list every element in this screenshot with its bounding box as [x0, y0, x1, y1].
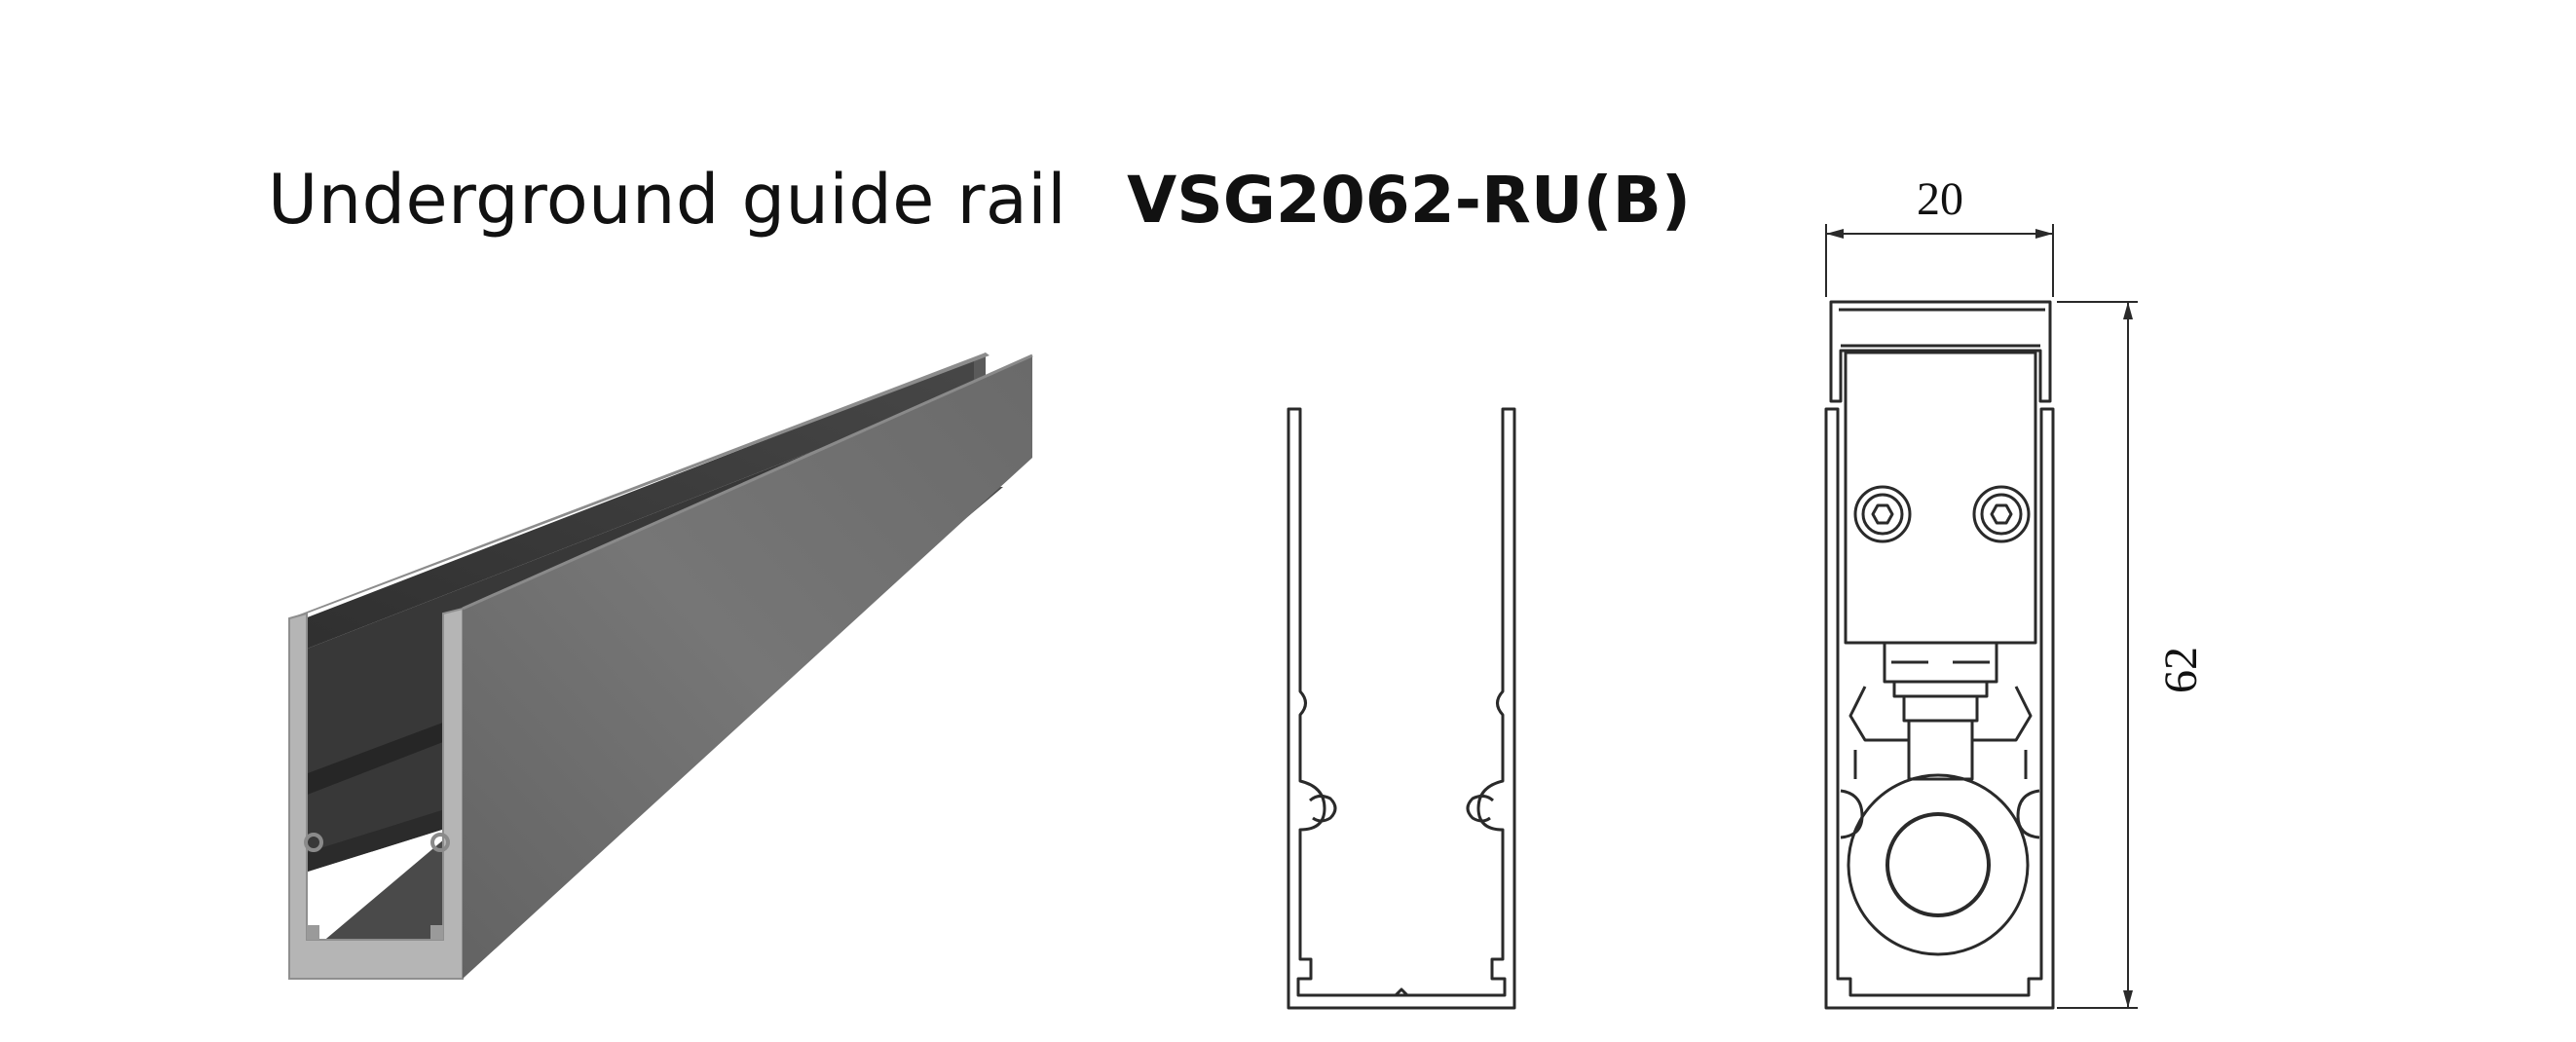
rail-end-notch-right: [430, 925, 443, 940]
rail-end-hook-left: [304, 833, 323, 852]
rail-end-notch-left: [307, 925, 319, 940]
screw-left: [1853, 485, 1912, 543]
width-dimension: [1825, 224, 2054, 297]
roller-inner: [1885, 812, 1991, 917]
title-row: Underground guide rail VSG2062-RU(B): [268, 146, 1691, 253]
height-arrow-bottom: [2123, 990, 2133, 1008]
axle-bracket: [1902, 696, 1979, 781]
assembly-hook-right: [2016, 789, 2040, 839]
assembly-top-cap: [1829, 300, 2052, 403]
profile-cross-section: [1287, 407, 1516, 1010]
rail-3d-render: [288, 353, 1033, 980]
width-dimension-label: 20: [1917, 173, 1963, 225]
rail-front-top-edge: [462, 354, 1033, 611]
width-arrow-left: [1826, 229, 1844, 239]
assembly-body-block: [1844, 351, 2037, 645]
screw-right-inner: [1980, 493, 2023, 536]
rail-back-wall: [292, 355, 984, 654]
product-name: Underground guide rail: [268, 160, 1067, 240]
screw-left-inner: [1861, 493, 1904, 536]
screw-right-hex: [1990, 503, 2013, 525]
clip-arms: [1848, 686, 2033, 742]
assembly-section: [1824, 300, 2055, 1010]
width-arrow-right: [2035, 229, 2053, 239]
assembly-rail-outline: [1824, 407, 2055, 1010]
rail-front-wall: [463, 355, 1032, 979]
screw-left-hex: [1871, 503, 1894, 525]
profile-outer-outline: [1287, 407, 1516, 1010]
rail-back-top-lip: [289, 353, 989, 618]
profile-bottom-mark: [1394, 987, 1409, 997]
height-dimension-label: 62: [2155, 647, 2207, 693]
height-dimension: [2057, 301, 2138, 1009]
roller-outer: [1847, 773, 2030, 956]
rail-end-hook-right: [430, 833, 450, 852]
screw-right: [1972, 485, 2031, 543]
profile-hook-right: [1466, 794, 1494, 823]
rail-groove-lower: [292, 808, 448, 876]
rail-groove-upper: [292, 721, 448, 800]
clip-mechanism: [1883, 643, 1998, 698]
height-arrow-top: [2123, 302, 2133, 319]
profile-hook-left: [1309, 794, 1337, 823]
model-number: VSG2062-RU(B): [1127, 162, 1692, 238]
rail-end-profile: [288, 607, 464, 980]
assembly-hook-left: [1840, 789, 1864, 839]
